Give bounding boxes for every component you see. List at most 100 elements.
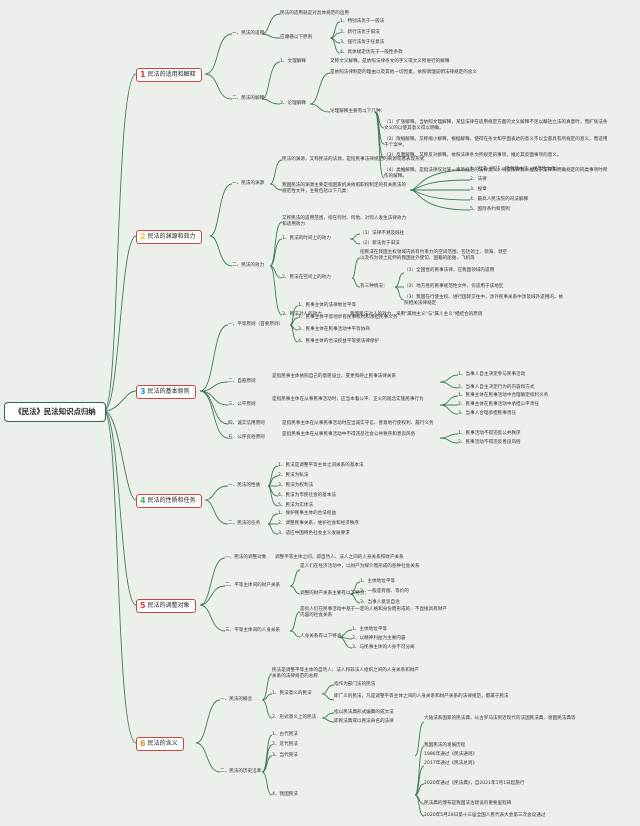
node[interactable]: 2、一般是有偿、等价的 xyxy=(360,589,409,594)
node[interactable]: 一、民法的渊源 xyxy=(232,181,265,186)
node[interactable]: 是指人们在民事活动中基于一定的人格和身份而形成的、不直接具有财产内容的社会关系 xyxy=(300,607,448,618)
node[interactable]: 三、公平原则 xyxy=(228,402,256,407)
node[interactable]: 二、平等主体间的财产关系 xyxy=(225,583,281,588)
node[interactable]: 四、诚实信用原则 xyxy=(228,421,265,426)
node[interactable]: 是依照法律制定的理由以及其他一切因素，依照情理说明法律规定的含义 xyxy=(330,70,478,75)
node[interactable]: 应遵循以下原则 xyxy=(280,35,313,40)
node[interactable]: 2020年5月28日第十三届全国人民代表大会第三次会议通过 xyxy=(424,813,546,818)
node[interactable]: 3、与民事主体的人身不可分离 xyxy=(352,645,415,650)
node[interactable]: 1、民法意义的民法 xyxy=(272,691,312,696)
node[interactable]: 调整平等主体之间，即自然人、法人之间的人身关系和财产关系 xyxy=(275,555,404,560)
node[interactable]: 是指民事主体在从事民事活动时，应当本着公平、正义的观念实施民事行为 xyxy=(272,397,424,402)
node[interactable]: 5、国际条约和惯例 xyxy=(470,207,510,212)
node[interactable]: 2、调整民事关系，维护社会和经济秩序 xyxy=(278,521,360,526)
node[interactable]: 2、法律 xyxy=(470,177,487,182)
node[interactable]: 1、古代民法 xyxy=(272,732,298,737)
node[interactable]: 3、当代民法 xyxy=(272,753,298,758)
node[interactable]: （3）我国在行使主权、进行国际交往中，涉外民事关系中涉及域外适用的，依照相关法律… xyxy=(404,295,564,306)
node[interactable]: 3、当事人合理承担民事责任 xyxy=(458,411,517,416)
node[interactable]: 2、以精神利益为主要内容 xyxy=(352,636,406,641)
node[interactable]: 1、民事活动不得违反公共秩序 xyxy=(458,431,521,436)
node[interactable]: 2、民法在空间上的效力 xyxy=(282,275,331,280)
node[interactable]: 即广义的民法，凡是调整平等主体之间的人身关系和财产关系的法律规范，都属于民法 xyxy=(334,694,509,699)
node[interactable]: 5、民法为实体法 xyxy=(278,503,314,508)
node[interactable]: 1、宪法（宪法、民事基本法、规范性文件） xyxy=(470,167,561,172)
node[interactable]: 是指民事主体在从事民事活动时应当诚实守信、善意地行使权利、履行义务 xyxy=(282,421,434,426)
node[interactable]: 1、民事主体的法律地位平等 xyxy=(298,303,357,308)
node[interactable]: 2017年通过《民法总则》 xyxy=(424,761,478,766)
node[interactable]: 民法是调整平等主体的自然人、法人和非法人组织之间的人身关系和财产关系的法律规范的… xyxy=(272,668,420,679)
node[interactable]: 大陆法系国家的民法典，从古罗马法到近现代的法国民法典、德国民法典等 xyxy=(424,716,576,721)
node[interactable]: 我国民法对人的效力，采用"属地主义"与"属人主义"相结合的原则 xyxy=(350,312,483,317)
node[interactable]: 我国民法的发展历程 xyxy=(424,743,466,748)
node[interactable]: 二、民法的历史沿革 xyxy=(220,769,262,774)
node[interactable]: 3、民法对人的效力 xyxy=(282,312,322,317)
node[interactable]: 是指民事主体依照自己的意愿设立、变更和终止民事法律关系 xyxy=(272,374,397,379)
node[interactable]: 一、民法的概念 xyxy=(220,697,253,702)
node[interactable]: （1）全国性的民事法律，在我国领域内适用 xyxy=(404,268,495,273)
node[interactable]: 1、文理解释 xyxy=(280,59,306,64)
node[interactable]: 1、主体地位平等 xyxy=(360,579,396,584)
node[interactable]: 3、适应中国特色社会主义发展要求 xyxy=(278,531,350,536)
node[interactable]: 即民法典或以民法命名的法律 xyxy=(334,719,394,724)
node[interactable]: （2）地方性的民事规范性文件，仅适用于该地区 xyxy=(404,284,504,289)
node[interactable]: 2、论理解释 xyxy=(280,101,306,106)
node[interactable]: 二、民法的效力 xyxy=(232,263,265,268)
node[interactable]: 二、自愿原则 xyxy=(228,379,256,384)
node[interactable]: 2、民事主体在民事活动中承担公平责任 xyxy=(458,402,540,407)
node[interactable]: 指作为部门法的民法 xyxy=(334,682,376,687)
node[interactable]: 人身关系有以下特点： xyxy=(300,634,346,639)
node[interactable]: 一、民法的适用 xyxy=(232,31,265,36)
node[interactable]: 2、民事活动不得违反善良风俗 xyxy=(458,440,521,445)
node[interactable]: 调整的财产关系主要有以下特点： xyxy=(300,591,369,596)
node[interactable]: 3、民法为权利法 xyxy=(278,483,314,488)
node[interactable]: 1、当事人自主决定参与民事活动 xyxy=(458,372,526,377)
node[interactable]: 1、特别法优于一般法 xyxy=(340,19,385,24)
node[interactable]: 1、民法是调整平等主体之间关系的基本法 xyxy=(278,463,364,468)
root-node[interactable]: 《民法》民法知识点归纳 xyxy=(4,402,106,422)
node[interactable]: 是人们在经济活动中，以财产为媒介而形成的各种社会关系 xyxy=(300,564,420,569)
node[interactable]: 2、形式意义上的民法 xyxy=(272,715,317,720)
node[interactable]: 2、新行法优于旧法 xyxy=(340,30,380,35)
node[interactable]: 又称民法的适用范围，指在何时、何地、对何人发生法律效力和适用效力 xyxy=(282,216,407,227)
node[interactable]: 指民法在我国主权领域内具有约束力的空间范围，包括领土、领海、领空以及作为领土延伸… xyxy=(360,250,508,261)
node[interactable]: 一、民法的性质 xyxy=(228,483,261,488)
node[interactable]: 1986年通过《民法通则》 xyxy=(424,752,478,757)
node[interactable]: 2、民法为私法 xyxy=(278,473,309,478)
node[interactable]: 2020年通过《民法典》，自2021年1月1日起施行 xyxy=(424,781,525,786)
node[interactable]: 4、我国民法 xyxy=(272,792,298,797)
node[interactable]: 是指民事主体在从事民事活动中不得违反社会公共秩序和善良风俗 xyxy=(282,432,416,437)
node[interactable]: （1）扩张解释。当依照文理解释，某些法律在适用规定方面的文义解释不足以概括立法的… xyxy=(384,120,608,131)
node[interactable]: 3、当事人意思自治 xyxy=(360,600,400,605)
node[interactable]: 2、民事主体平等地享有民事权利和承担民事义务 xyxy=(298,315,398,320)
node[interactable]: 一、民法的调整对象 xyxy=(225,555,267,560)
node[interactable]: 1、保护民事主体的合法权益 xyxy=(278,511,337,516)
node[interactable]: 指以民法典形式编纂的成文法 xyxy=(334,710,394,715)
node[interactable]: （1）法律不溯及既往 xyxy=(360,231,405,236)
node[interactable]: （2）限缩解释。又称缩小解释，根据解释，使得在条文和字面表达的意义不以全部具有所… xyxy=(384,137,608,148)
node[interactable]: 3、强行法优于任意法 xyxy=(340,40,385,45)
node[interactable]: 三、平等主体间的人身关系 xyxy=(225,628,281,633)
node[interactable]: 民法典的颁布是我国法治建设的重要里程碑 xyxy=(424,801,512,806)
node[interactable]: 二、民法的任务 xyxy=(228,521,261,526)
node[interactable]: 论理解释主要有以下几种： xyxy=(330,109,386,114)
node[interactable]: 1、民事主体在民事活动中合理确定权利义务 xyxy=(458,393,549,398)
node[interactable]: 有三种情况： xyxy=(360,284,388,289)
node[interactable]: （2）新法优于旧法 xyxy=(360,241,400,246)
node[interactable]: 4、民法为市民社会的基本法 xyxy=(278,493,337,498)
node[interactable]: 3、民事主体在民事活动中平等协商 xyxy=(298,327,370,332)
node[interactable]: 4、具体规定优先于一般性条款 xyxy=(340,50,403,55)
node[interactable]: 2、当事人自主决定行为的内容和方式 xyxy=(458,385,535,390)
node[interactable]: 民法的渊源，又称民法的法源，是指民事法律规范的来源或者表现形式 xyxy=(282,157,425,162)
node[interactable]: （3）反面解释。又称反对解释。依照法律条文所规定的事项，推论其反面事项的意义。 xyxy=(384,153,562,158)
node[interactable]: 民法的适用就是对具体规范的运用 xyxy=(280,11,349,16)
node[interactable]: 一、平等原则（首要原则） xyxy=(228,322,284,327)
node[interactable]: 3、规章 xyxy=(470,187,487,192)
node[interactable]: 二、民法的解释 xyxy=(232,96,265,101)
node[interactable]: 我国民法的渊源主要是指国家机关依照职权制定的有关民法的规范性文件，主要包括以下几… xyxy=(282,183,407,194)
